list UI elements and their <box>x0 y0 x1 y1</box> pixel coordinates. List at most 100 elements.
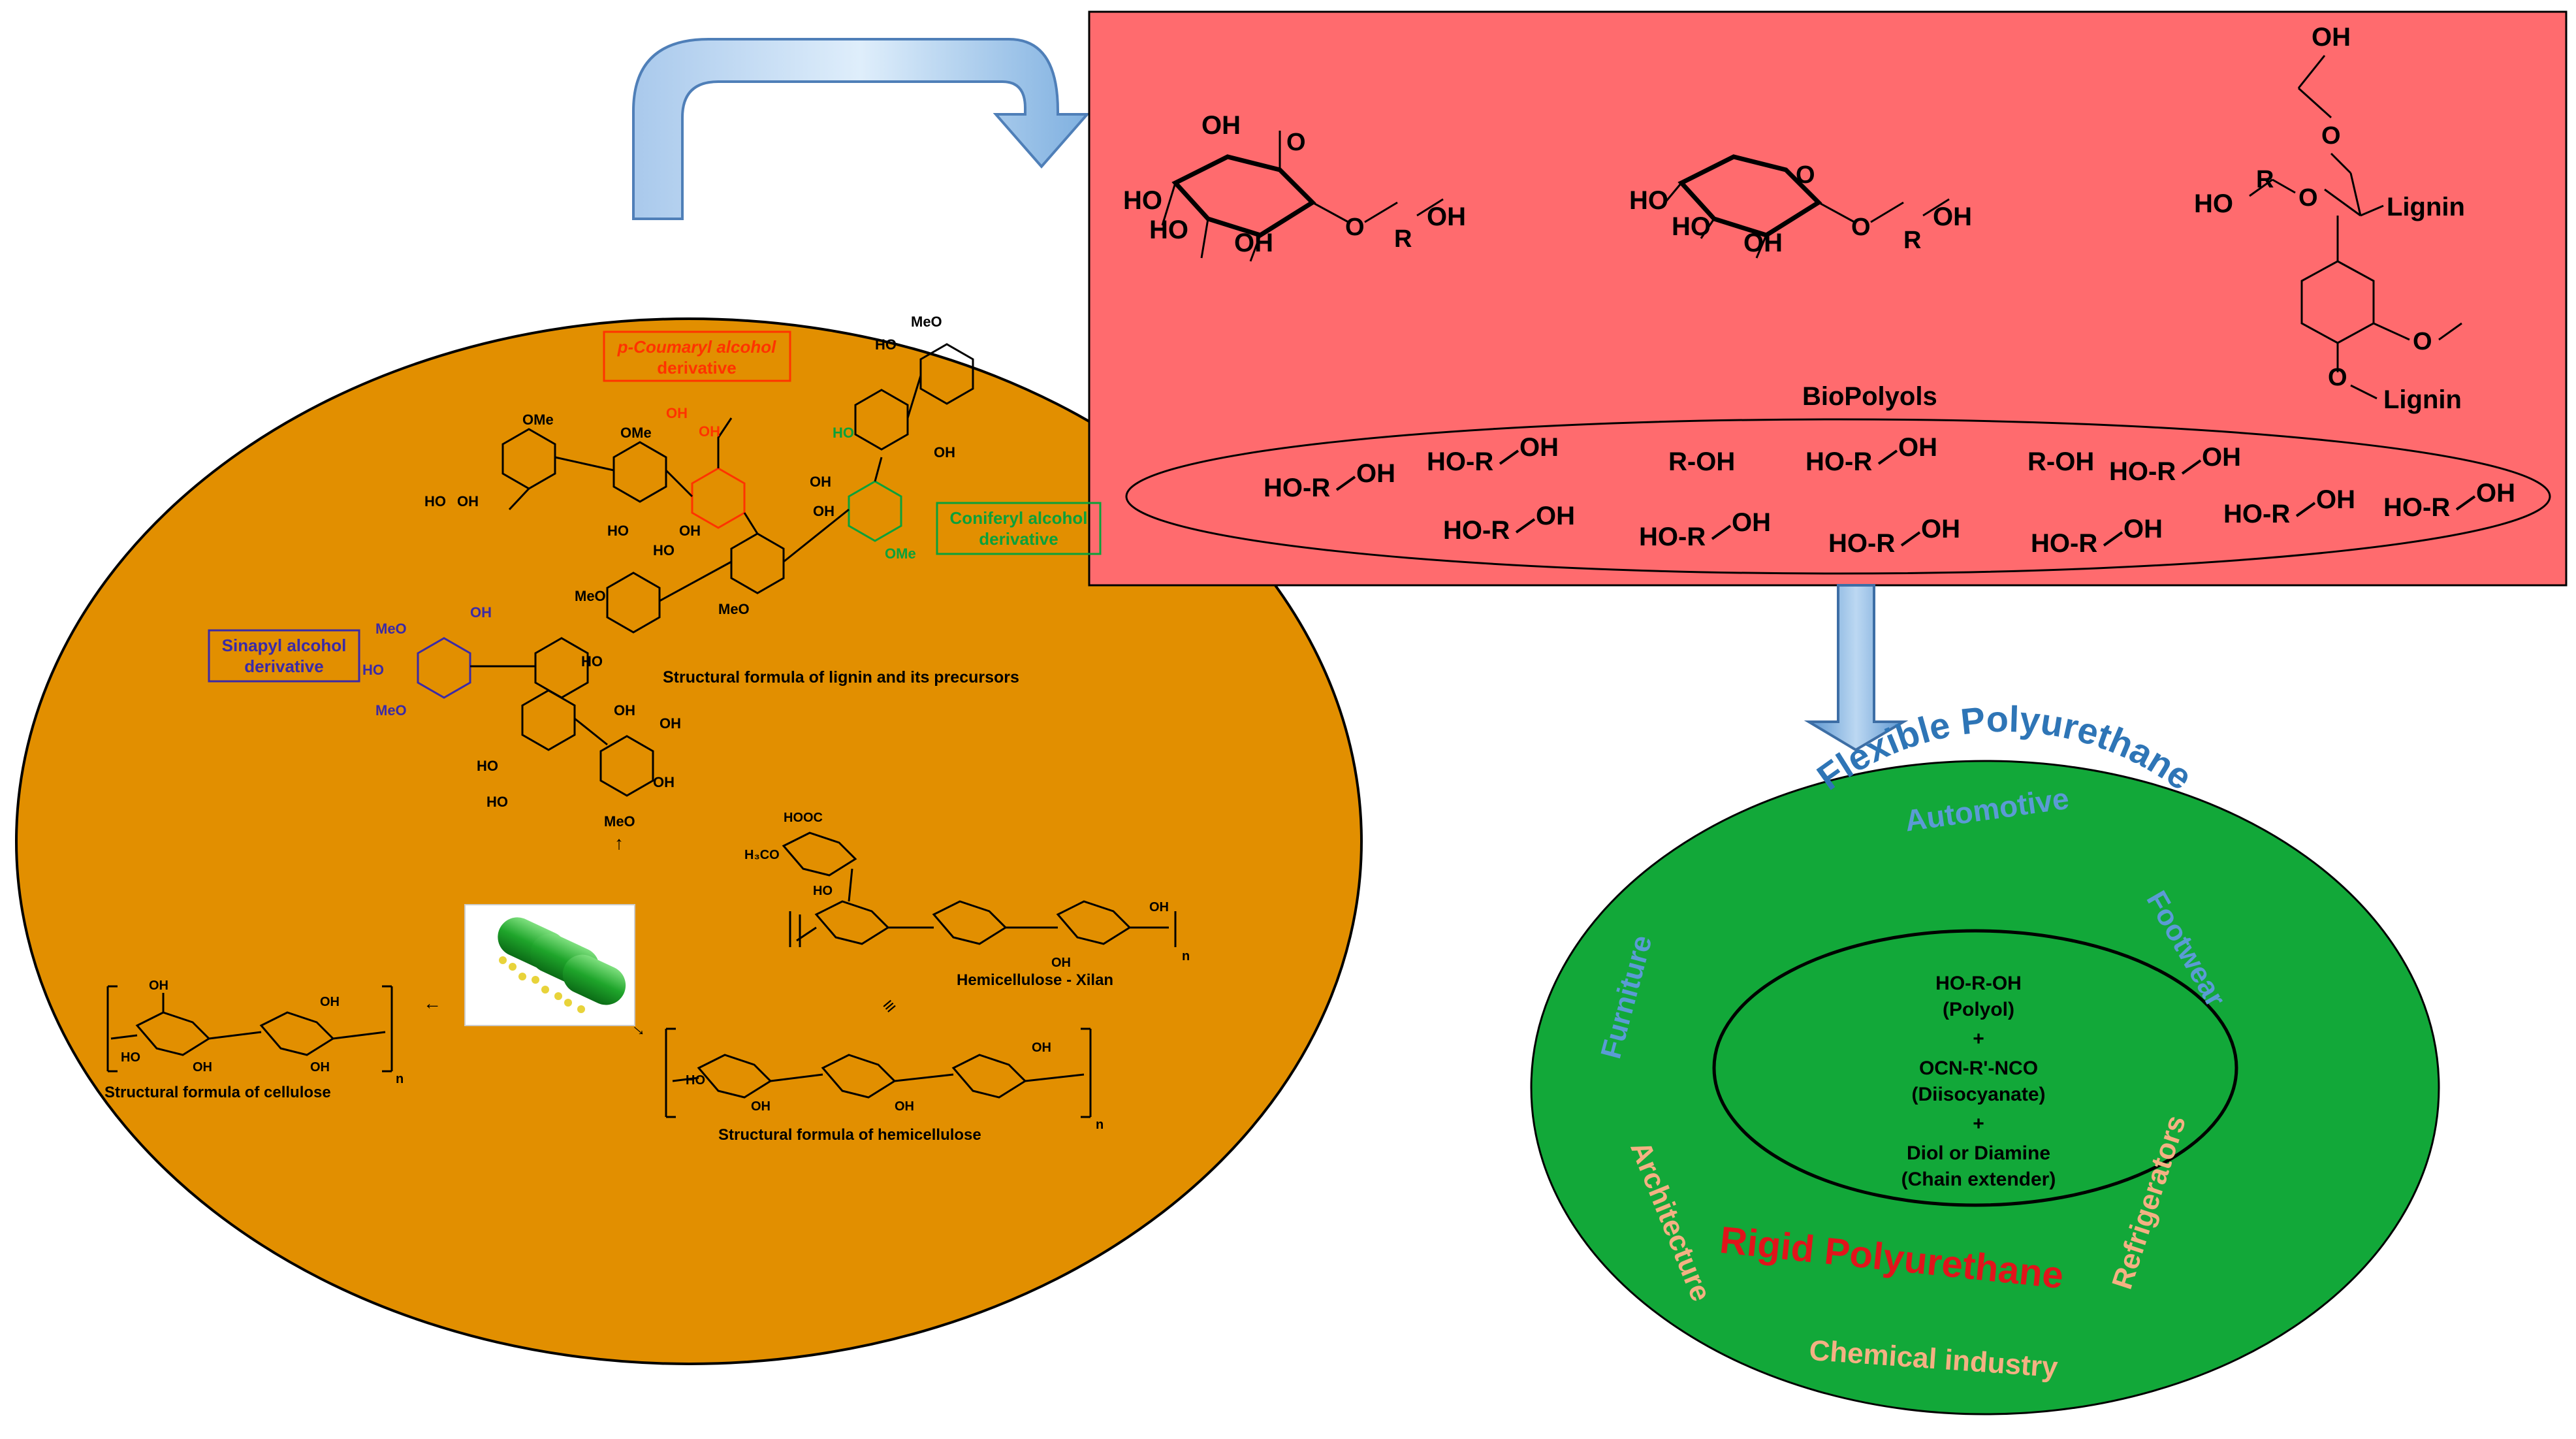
coniferyl-label: Coniferyl alcohol derivative <box>936 502 1102 555</box>
scatter-polyol-3: R-OH <box>1668 447 1735 476</box>
lig-o2: O <box>2298 184 2318 212</box>
lignin-meo-blue1: MeO <box>375 621 407 637</box>
glc-oh-top: OH <box>1201 111 1241 140</box>
scatter-polyol-8: HO-R <box>1639 523 1706 551</box>
coumaryl-label-line2: derivative <box>657 358 736 378</box>
cellulose-oh3: OH <box>320 995 340 1009</box>
glc-o-link: O <box>1345 214 1365 241</box>
lig-oh-top: OH <box>2312 23 2351 52</box>
scatter-polyol-7: HO-R <box>1443 516 1510 545</box>
glc-ho2: HO <box>1149 216 1188 244</box>
polyol-note: (Polyol) <box>1943 999 2014 1020</box>
scatter-polyol-9: HO-R <box>1828 529 1895 558</box>
xyl-ho2: HO <box>1672 212 1711 241</box>
scatter-polyol-bond-10 <box>2103 531 2123 547</box>
curved-arrow <box>632 38 1090 220</box>
lignin-oh-c: OH <box>810 474 831 490</box>
sinapyl-label-line2: derivative <box>244 656 323 676</box>
scatter-polyol-11: HO-R <box>2223 500 2290 528</box>
scatter-polyol-oh-11: OH <box>2316 485 2355 514</box>
lignin-ho-b: HO <box>653 542 675 558</box>
lignin-oh-e: OH <box>614 702 635 719</box>
lignin-ome-left: MeO <box>575 588 606 604</box>
reaction-inner-ellipse <box>1712 929 2238 1207</box>
xilan-hooc: HOOC <box>784 811 823 825</box>
xilan-n: n <box>1182 949 1190 963</box>
scatter-polyol-4: HO-R <box>1805 447 1872 476</box>
lignin-polyol-structure: OH O HO R O Lignin O O Lignin <box>2194 23 2465 414</box>
extender-formula: Diol or Diamine <box>1907 1142 2050 1164</box>
scatter-polyol-1: HO-R <box>1264 474 1330 502</box>
scatter-polyol-oh-8: OH <box>1732 508 1771 537</box>
cellulose-caption: Structural formula of cellulose <box>104 1084 331 1101</box>
scatter-polyol-bond-8 <box>1711 525 1732 540</box>
lignin-ho-h: HO <box>486 794 508 810</box>
polyol-formula: HO-R-OH <box>1935 973 2022 994</box>
lignin-ho-f: HO <box>581 653 603 670</box>
coumaryl-label-line1: p-Coumaryl alcohol <box>617 337 776 357</box>
hemi-oh2: OH <box>895 1099 914 1114</box>
reaction-scheme: HO-R-OH (Polyol) + OCN-R'-NCO (Diisocyan… <box>1901 973 2056 1190</box>
xyl-o-link: O <box>1851 214 1871 241</box>
lig-lignin2: Lignin <box>2383 385 2462 414</box>
lig-o4: O <box>2328 364 2347 391</box>
down-arrow <box>1804 584 1909 752</box>
glc-oh-end: OH <box>1427 202 1466 231</box>
xilan-labels: HOOC H₃CO HO OH OH n <box>744 811 1190 970</box>
plus-2: + <box>1973 1113 1984 1135</box>
lignin-ome-top: OMe <box>522 412 554 428</box>
lignin-caption: Structural formula of lignin and its pre… <box>663 668 1019 687</box>
scatter-polyol-10: HO-R <box>2031 529 2097 558</box>
scatter-polyol-5: R-OH <box>2027 447 2094 476</box>
sinapyl-label: Sinapyl alcohol derivative <box>208 629 360 683</box>
hemi-oh3: OH <box>1032 1041 1051 1055</box>
lignin-oh-b: OH <box>679 523 701 539</box>
scatter-polyol-bond-4 <box>1877 449 1898 465</box>
scatter-polyol-oh-12: OH <box>2476 479 2515 508</box>
lig-lignin1: Lignin <box>2387 193 2465 221</box>
sinapyl-label-line1: Sinapyl alcohol <box>222 636 347 655</box>
xyl-ho1: HO <box>1629 186 1668 215</box>
scatter-polyol-2: HO-R <box>1427 447 1493 476</box>
hemicellulose-labels: HO OH OH OH n <box>686 1041 1104 1132</box>
scatter-polyol-bond-12 <box>2455 495 2476 511</box>
polyol-pool-ellipse <box>1125 418 2551 575</box>
xilan-h3co: H₃CO <box>744 848 780 862</box>
glc-oh-bottom: OH <box>1234 229 1273 257</box>
lig-r: R <box>2256 166 2274 193</box>
lignin-ho-green: HO <box>833 425 854 441</box>
plus-1: + <box>1973 1028 1984 1050</box>
xyl-oh-bottom: OH <box>1743 229 1783 257</box>
glc-ho1: HO <box>1123 186 1162 215</box>
cellulose-labels: OH HO OH OH OH n <box>121 978 404 1086</box>
lignin-arrow-up: ↑ <box>614 833 624 853</box>
xylose-polyol-structure: HO HO O OH O R OH <box>1629 154 1972 259</box>
glc-r: R <box>1394 225 1412 253</box>
scatter-polyol-bond-11 <box>2295 502 2316 517</box>
lignin-oh-blue: OH <box>470 604 492 621</box>
scatter-polyol-12: HO-R <box>2383 493 2450 522</box>
coniferyl-label-line2: derivative <box>979 529 1058 549</box>
xilan-structure <box>782 832 1177 947</box>
biomass-circle <box>15 317 1363 1365</box>
scatter-polyol-bond-2 <box>1499 449 1519 465</box>
hemicellulose-caption: Structural formula of hemicellulose <box>718 1126 981 1144</box>
lignin-ho-k: HO <box>875 336 897 353</box>
lignin-oh-red2: OH <box>699 423 720 440</box>
lignin-meo-right: MeO <box>911 314 942 330</box>
scatter-polyol-bond-9 <box>1900 531 1921 547</box>
lignin-ho-c: HO <box>607 523 629 539</box>
lignin-ho-blue: HO <box>362 662 384 678</box>
lig-o3: O <box>2413 328 2432 355</box>
lignin-structure <box>417 343 974 797</box>
lignin-group-labels: OMe OMe MeO HO OH OH OH HO OMe MeO MeO M… <box>362 314 955 830</box>
cellulose-oh2: OH <box>193 1060 212 1075</box>
lignin-oh-a: OH <box>457 493 479 509</box>
cellulose-n: n <box>396 1072 404 1086</box>
biopolyols-title: BioPolyols <box>1802 382 1937 411</box>
lignin-oh-l: OH <box>934 444 955 461</box>
xilan-oh: OH <box>1149 900 1169 914</box>
